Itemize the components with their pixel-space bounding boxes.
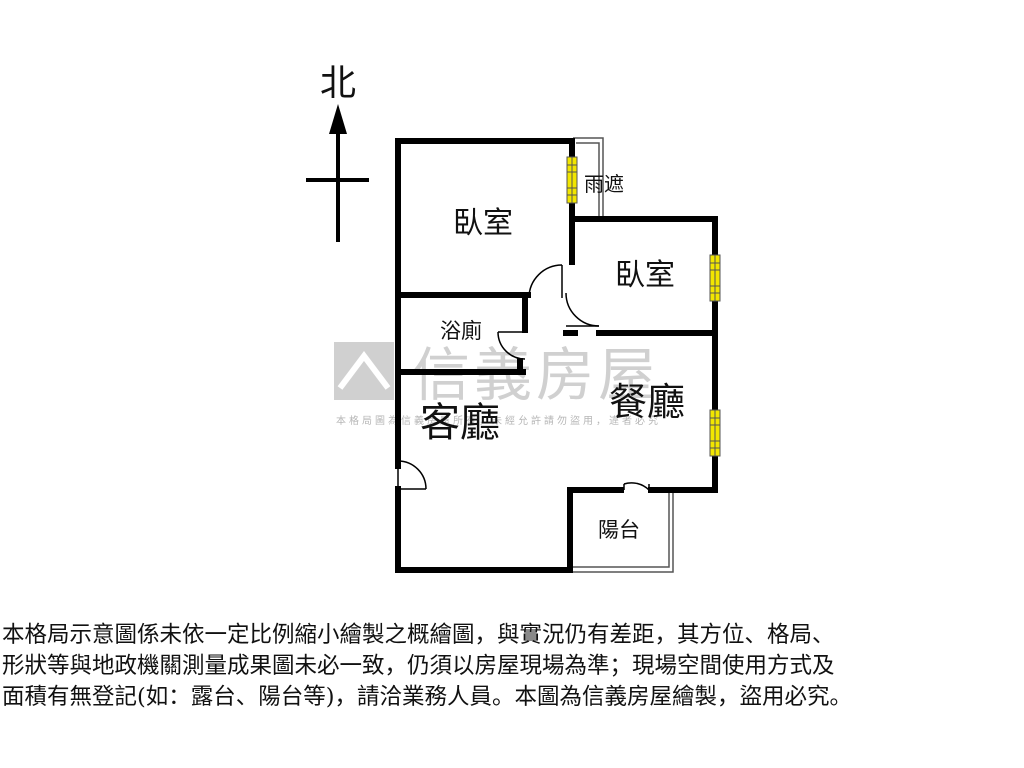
balcony-outline-inner <box>573 490 670 568</box>
canopy-outline <box>573 137 604 216</box>
disclaimer-line-2: 形狀等與地政機關測量成果圖未必一致，仍須以房屋現場為準；現場空間使用方式及 <box>2 653 835 679</box>
balcony-outline <box>573 490 674 573</box>
wall-north-west <box>395 138 575 469</box>
wall-south-west <box>395 486 573 573</box>
disclaimer-line-1: 本格局示意圖係未依一定比例縮小繪製之概繪圖，與實況仍有差距，其方位、格局、 <box>2 622 835 648</box>
room-label-bedroom-2: 臥室 <box>615 258 675 293</box>
thin-outlines <box>573 137 674 573</box>
house-logo-icon <box>334 342 394 400</box>
room-label-bedroom-1: 臥室 <box>453 206 513 241</box>
compass: 北 <box>306 63 369 242</box>
windows <box>566 156 721 457</box>
room-label-canopy: 雨遮 <box>584 172 624 196</box>
entrance-door <box>397 460 427 490</box>
room-label-living-room: 客廳 <box>420 400 500 446</box>
watermark-notice: 本格局圖為信義房屋所有，未經允許請勿盜用，違者必究 <box>336 414 661 427</box>
window-bedroom2-east <box>709 254 721 302</box>
room-label-dining-room: 餐廳 <box>609 380 685 424</box>
window-bedroom1-east <box>566 156 578 204</box>
north-arrow-icon <box>329 104 347 134</box>
disclaimer: 本格局示意圖係未依一定比例縮小繪製之概繪圖，與實況仍有差距，其方位、格局、 形狀… <box>2 620 1022 713</box>
floor-plan: 北 信義房屋 本格局圖為信義房屋所有，未經允許請勿盜用，違者必究 <box>306 63 721 573</box>
room-label-bathroom: 浴廁 <box>440 319 482 343</box>
disclaimer-line-3: 面積有無登記(如：露台、陽台等)，請洽業務人員。本圖為信義房屋繪製，盜用必究。 <box>2 684 853 710</box>
balcony-door <box>623 482 650 491</box>
window-dining-east <box>709 409 721 457</box>
room-label-balcony: 陽台 <box>598 518 640 542</box>
canopy-outline-inner <box>576 142 600 216</box>
bedroom1-door <box>528 264 563 299</box>
bedroom2-door <box>565 292 600 327</box>
north-label: 北 <box>320 63 356 104</box>
